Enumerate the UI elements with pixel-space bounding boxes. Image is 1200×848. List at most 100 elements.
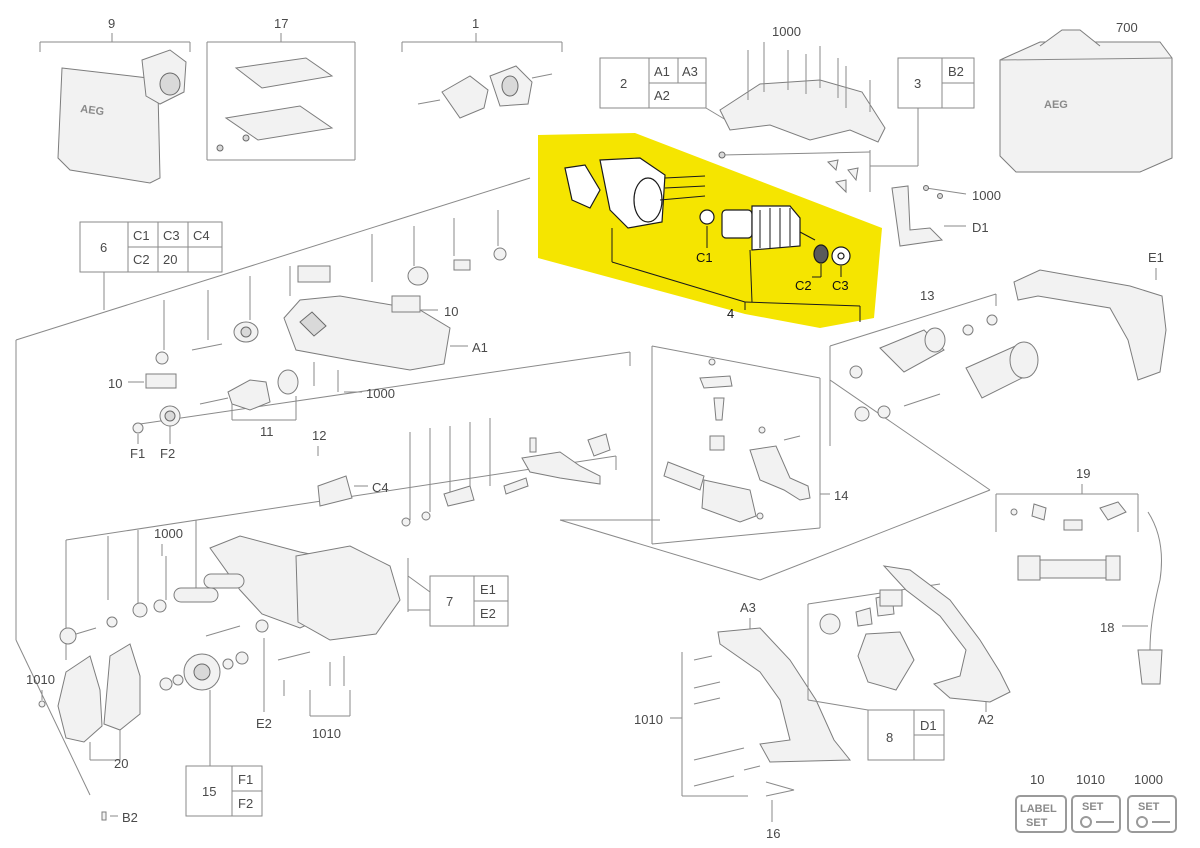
chuck-assembly-part[interactable] [417,65,553,119]
trigger-assembly-part-14[interactable] [663,358,811,523]
callout-12: 12 [312,428,326,443]
callout-1010-left: 1010 [26,672,55,687]
svg-text:SET: SET [1026,817,1048,829]
motor-shaft-part-11[interactable] [199,369,299,411]
svg-text:AEG: AEG [1044,99,1068,111]
callout-13: 13 [920,288,934,303]
callout-1010-mid: 1010 [634,712,663,727]
callout-A2: A2 [978,712,994,727]
callout-10-upper: 10 [444,304,458,319]
svg-text:2: 2 [620,76,627,91]
svg-text:D1: D1 [920,718,937,733]
handle-half-part-A2[interactable] [882,565,1011,703]
cable-clamp-part-19[interactable] [1010,501,1127,581]
housing-cover-part[interactable] [719,42,886,143]
svg-text:F2: F2 [238,796,253,811]
gearbox-housing-part[interactable] [283,295,451,371]
svg-text:LABEL: LABEL [1020,803,1057,815]
screws-1010[interactable] [205,625,345,696]
svg-text:E1: E1 [480,582,496,597]
callout-16: 16 [766,826,780,841]
callout-box-6[interactable]: 6 C1 C3 C4 C2 20 [79,221,223,273]
svg-text:A2: A2 [654,88,670,103]
screw-set-icon[interactable]: SET [1071,795,1121,833]
callout-17: 17 [274,16,288,31]
callout-700: 700 [1116,20,1138,35]
callout-box-3[interactable]: 3 B2 [897,57,975,109]
callout-box-8[interactable]: 8 D1 [867,709,945,761]
housing-half-part[interactable] [173,535,401,641]
callout-A1: A1 [472,340,488,355]
callout-D1-right: D1 [972,220,989,235]
screw-set-icon-2[interactable]: SET [1127,795,1177,833]
callout-C4: C4 [372,480,389,495]
callout-F2: F2 [160,446,175,461]
small-clips-part[interactable] [718,151,859,194]
callout-1000-right: 1000 [972,188,1001,203]
svg-text:C4: C4 [193,228,210,243]
svg-text:8: 8 [886,730,893,745]
callout-14: 14 [834,488,848,503]
callout-box-7[interactable]: 7 E1 E2 [429,575,509,627]
pins-and-springs-part[interactable] [401,418,611,527]
bit-holder-part[interactable] [141,49,187,105]
aeg-logo: AEG [80,103,105,118]
ref-B2: B2 [101,810,138,825]
stator-part[interactable] [564,157,706,229]
callout-18: 18 [1100,620,1114,635]
svg-text:B2: B2 [122,810,138,825]
svg-text:C2: C2 [133,252,150,267]
svg-text:6: 6 [100,240,107,255]
gasket-sheet-part[interactable] [216,57,334,152]
svg-text:SET: SET [1138,801,1160,813]
belt-and-cover-part[interactable] [38,599,167,743]
svg-text:SET: SET [1082,801,1104,813]
sleeve-part-13[interactable] [849,314,1039,422]
label-plate-part[interactable]: AEG [57,67,161,184]
svg-text:C3: C3 [163,228,180,243]
svg-text:20: 20 [163,252,177,267]
label-piece[interactable] [145,373,177,389]
hex-key-part[interactable] [765,781,795,797]
svg-text:E2: E2 [480,606,496,621]
svg-text:A1: A1 [654,64,670,79]
switch-part-D1[interactable] [891,185,967,247]
callout-1010-bottom: 1010 [312,726,341,741]
icon-label-1010: 1010 [1076,772,1105,787]
callout-C3: C3 [832,278,849,293]
handle-screws[interactable] [693,655,761,787]
callout-1: 1 [472,16,479,31]
misc-small-parts[interactable] [155,247,507,365]
handle-half-part-A3[interactable] [717,627,852,763]
callout-20: 20 [114,756,128,771]
svg-text:A3: A3 [682,64,698,79]
callout-19: 19 [1076,466,1090,481]
svg-text:F1: F1 [238,772,253,787]
gear-part-F2[interactable] [132,405,181,434]
callout-11: 11 [260,424,274,439]
callout-1000-top: 1000 [772,24,801,39]
callout-box-15[interactable]: 15 F1 F2 [185,765,263,817]
svg-text:C1: C1 [133,228,150,243]
callout-4: 4 [727,306,734,321]
wedge-part-C4[interactable] [317,475,353,507]
svg-text:3: 3 [914,76,921,91]
power-cord-part[interactable] [1147,511,1162,651]
gear-part-15[interactable] [159,651,249,691]
callout-F1: F1 [130,446,145,461]
callout-E2: E2 [256,716,272,731]
svg-text:15: 15 [202,784,216,799]
callout-C2: C2 [795,278,812,293]
icon-label-1000: 1000 [1134,772,1163,787]
carry-case-part[interactable]: AEG [999,29,1173,173]
armature-part[interactable] [699,205,851,266]
callout-box-2[interactable]: 2 A1 A3 A2 [599,57,707,109]
label-set-icon[interactable]: LABEL SET [1015,795,1067,833]
bracket-part-E1[interactable] [1013,269,1167,381]
callout-10-left: 10 [108,376,122,391]
switch-module-part[interactable] [819,589,915,691]
icon-label-10: 10 [1030,772,1044,787]
svg-text:B2: B2 [948,64,964,79]
callout-A3: A3 [740,600,756,615]
